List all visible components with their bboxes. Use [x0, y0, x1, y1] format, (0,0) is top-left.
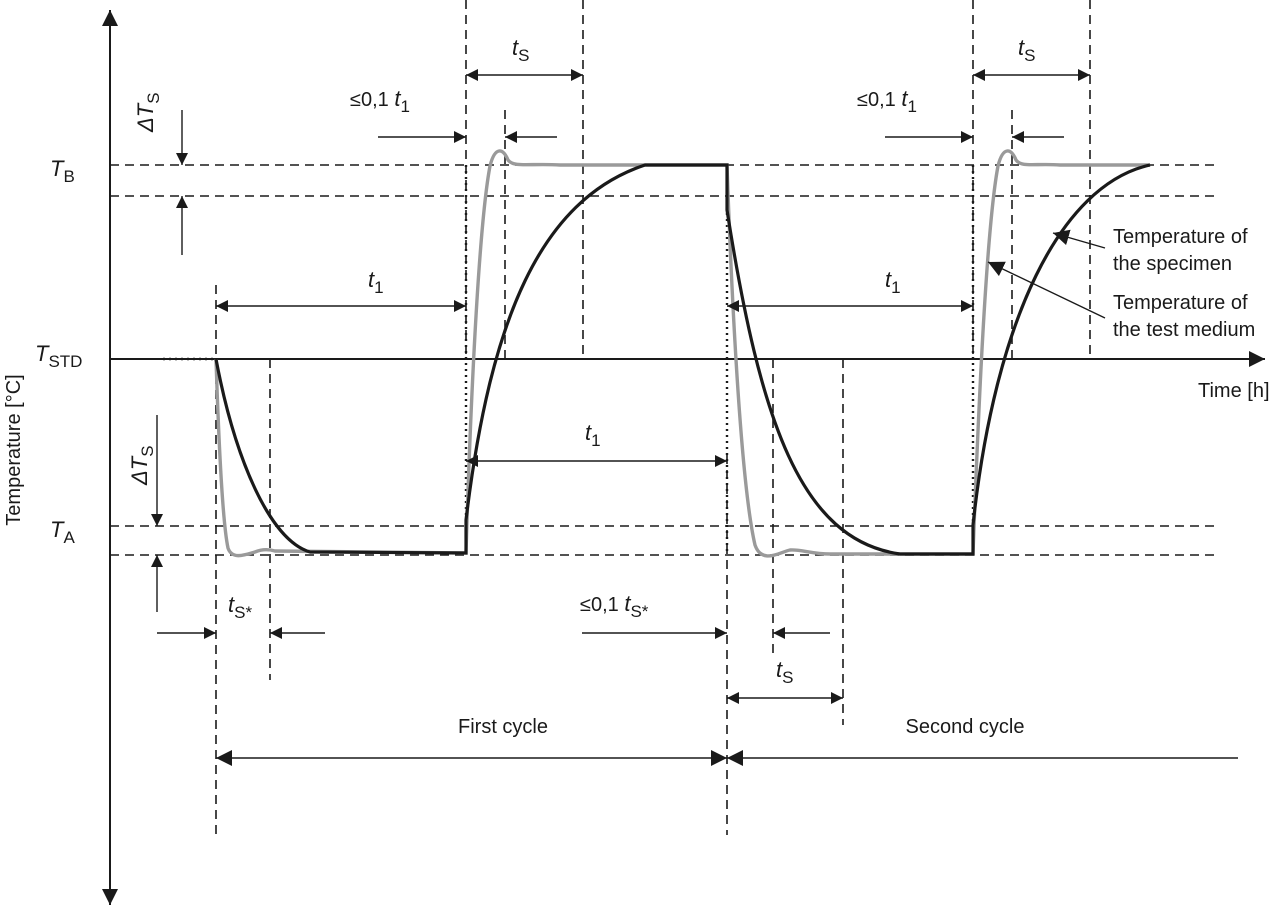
level-label-tstd: TSTD	[35, 341, 82, 371]
y-axis-label: Temperature [°C]	[3, 374, 25, 525]
legend-specimen-line1: Temperature of	[1113, 226, 1248, 248]
delta-ts-top-label: ΔTS	[133, 92, 163, 133]
test-medium-curve	[214, 149, 1150, 558]
delta-ts-bottom-label: ΔTS	[127, 445, 157, 486]
ts-star-label-1: tS*	[228, 592, 252, 622]
specimen-curve	[214, 163, 1151, 556]
ts-label-top-2: tS	[1018, 35, 1035, 65]
second-cycle-label: Second cycle	[906, 716, 1025, 738]
legend-specimen-line2: the specimen	[1113, 253, 1232, 275]
t1-label-b: t1	[585, 420, 601, 450]
ts-label-top-1: tS	[512, 35, 529, 65]
medium-leader-line	[987, 261, 1106, 319]
le01-t1-label-2: ≤0,1 t1	[857, 86, 917, 116]
legend-medium-label: Temperature of the test medium	[1113, 292, 1255, 341]
specimen-leader-line	[1052, 229, 1106, 249]
level-label-tb: TB	[50, 156, 75, 186]
t1-label-a: t1	[368, 267, 384, 297]
legend-medium-line2: the test medium	[1113, 319, 1255, 341]
ts-label-bottom: tS	[776, 657, 793, 687]
legend-specimen-label: Temperature of the specimen	[1113, 226, 1253, 275]
legend-medium-line1: Temperature of	[1113, 292, 1248, 314]
t1-label-c: t1	[885, 267, 901, 297]
level-label-ta: TA	[50, 517, 75, 547]
first-cycle-label: First cycle	[458, 716, 548, 738]
x-axis-label: Time [h]	[1198, 380, 1270, 402]
le01-t1-label-1: ≤0,1 t1	[350, 86, 410, 116]
le01-ts-star-label: ≤0,1 tS*	[580, 591, 649, 621]
